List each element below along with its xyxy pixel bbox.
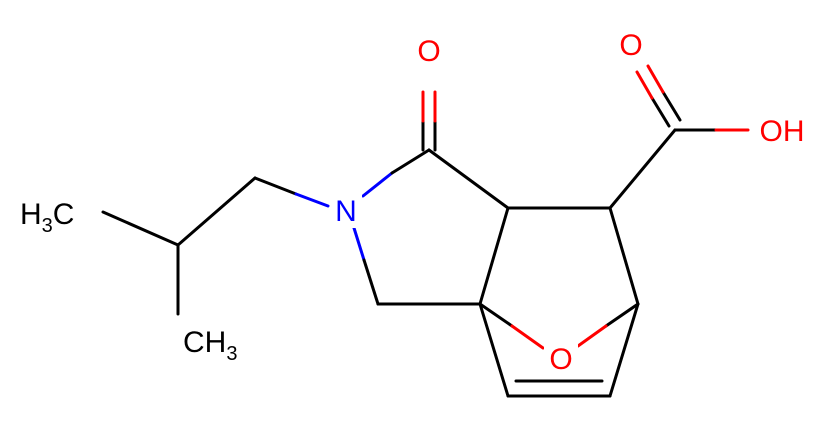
methyl-top-c: C	[53, 198, 75, 231]
methyl-bottom-subscript: 3	[226, 343, 237, 365]
bond-chcooh-cacid	[608, 128, 677, 210]
label-bg-bridge-o	[544, 340, 578, 376]
label-bg-nitrogen	[330, 192, 362, 228]
bond-n-carbonyl-black	[390, 148, 431, 175]
methyl-bottom-ch: CH	[183, 326, 226, 359]
bond-ch2-n-blue	[294, 192, 330, 208]
bridge-oxygen-label: O	[549, 343, 572, 376]
bond-n-ch2ring-black	[362, 258, 380, 306]
methyl-top-h: H	[20, 198, 42, 231]
bond-bridgehead-obridge-black	[604, 302, 640, 328]
bond-cq-obridge-black	[478, 302, 514, 328]
bond-acid-co-b-red	[646, 64, 665, 94]
bond-ch3top-ch	[101, 210, 180, 247]
bond-ch-cq	[478, 206, 510, 306]
bond-alkene-bridgehead	[608, 302, 640, 398]
methyl-bottom-label: CH3	[183, 326, 237, 365]
methyl-top-label: H3C	[20, 198, 74, 237]
bond-cq-obridge-red	[510, 324, 545, 350]
hydroxyl-label: OH	[760, 115, 805, 148]
bond-carbonyl-ch	[427, 148, 510, 210]
bond-cq-alkene	[478, 302, 510, 398]
bond-ch-ch2	[176, 176, 257, 247]
acid-oxygen-label: O	[619, 29, 642, 62]
carbonyl-oxygen-label: O	[417, 35, 440, 68]
label-bg-acid-o	[614, 25, 648, 61]
bond-acid-co-a-red	[635, 70, 654, 100]
bond-acid-co-a-black	[650, 96, 671, 128]
bond-n-ch2ring-blue	[352, 226, 366, 262]
bond-n-carbonyl-blue	[361, 171, 394, 198]
bond-chcooh-bridgehead	[608, 206, 640, 306]
bond-ch2-n-black	[253, 176, 298, 196]
nitrogen-label: N	[335, 195, 357, 228]
bond-acid-co-b-black	[661, 90, 682, 122]
bond-bridgehead-obridge-red	[576, 324, 608, 348]
methyl-top-subscript: 3	[42, 215, 53, 237]
label-bg-hydroxyl	[752, 112, 812, 148]
label-bg-carbonyl-o	[412, 32, 446, 68]
